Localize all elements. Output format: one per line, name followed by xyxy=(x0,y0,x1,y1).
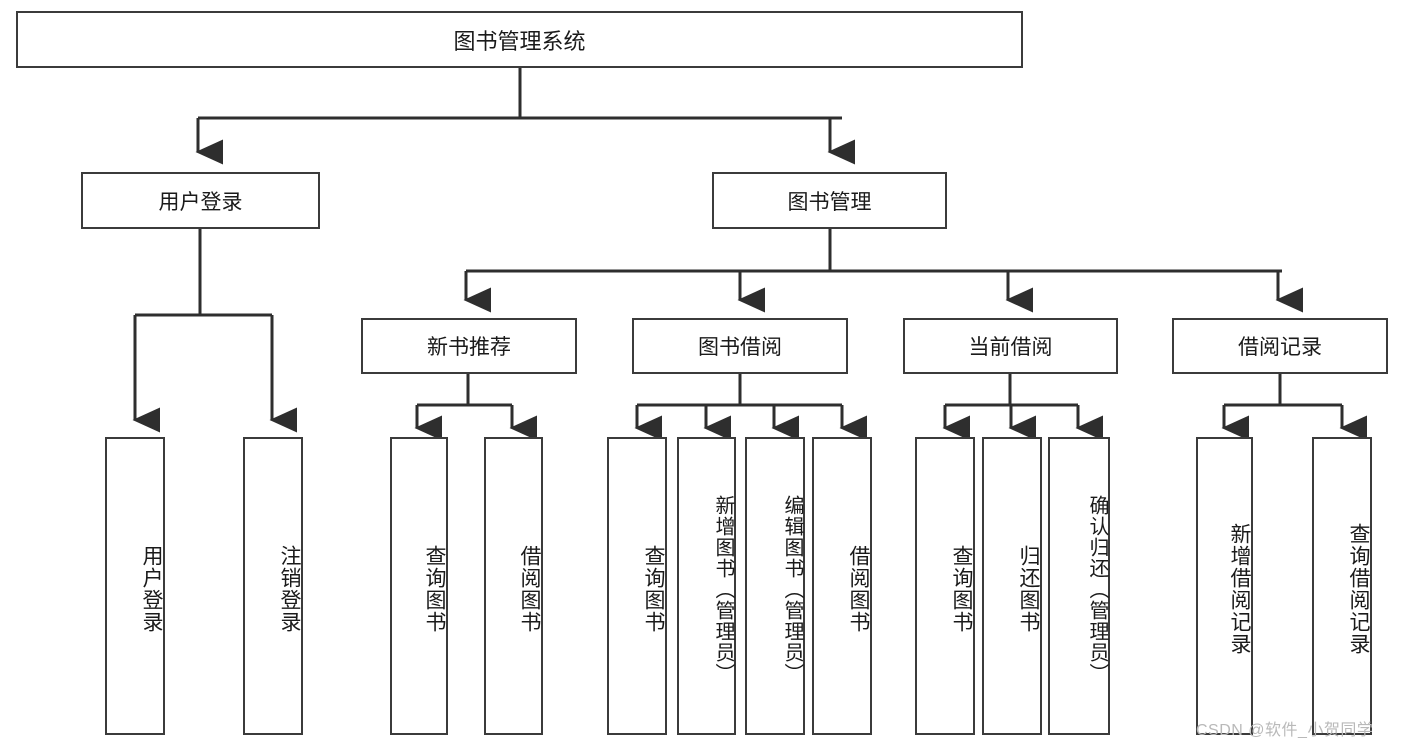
leaf-logout[interactable]: 注销登录 xyxy=(243,437,303,735)
node-label: 用户登录 xyxy=(158,190,243,214)
node-label: 借阅记录 xyxy=(1238,336,1322,359)
node-label: 新书推荐 xyxy=(427,336,511,359)
node-label: 图书管理 xyxy=(787,190,872,214)
leaf-borrow-book-recommend[interactable]: 借阅图书 xyxy=(484,437,543,735)
node-label: 查询图书 xyxy=(423,545,446,633)
node-label: 编辑图书（管理员） xyxy=(781,494,803,684)
node-label: 查询借阅记录 xyxy=(1347,523,1370,655)
leaf-query-book-current[interactable]: 查询图书 xyxy=(915,437,975,735)
node-book-borrow[interactable]: 图书借阅 xyxy=(632,318,848,374)
leaf-confirm-return-admin[interactable]: 确认归还（管理员） xyxy=(1048,437,1110,735)
node-label: 归还图书 xyxy=(1017,545,1040,633)
node-label: 注销登录 xyxy=(278,545,301,633)
node-label: 用户登录 xyxy=(140,545,163,633)
node-current-borrow[interactable]: 当前借阅 xyxy=(903,318,1118,374)
node-label: 新增借阅记录 xyxy=(1228,523,1251,655)
leaf-borrow-book[interactable]: 借阅图书 xyxy=(812,437,872,735)
node-label: 图书借阅 xyxy=(698,336,782,359)
leaf-query-book-borrow[interactable]: 查询图书 xyxy=(607,437,667,735)
leaf-edit-book-admin[interactable]: 编辑图书（管理员） xyxy=(745,437,805,735)
node-user-login[interactable]: 用户登录 xyxy=(81,172,320,229)
node-root-system[interactable]: 图书管理系统 xyxy=(16,11,1023,68)
node-label: 确认归还（管理员） xyxy=(1086,494,1108,684)
node-borrow-record[interactable]: 借阅记录 xyxy=(1172,318,1388,374)
node-label: 查询图书 xyxy=(642,545,665,633)
leaf-query-book-recommend[interactable]: 查询图书 xyxy=(390,437,448,735)
node-label: 查询图书 xyxy=(950,545,973,633)
csdn-watermark: CSDN @软件_小贺同学 xyxy=(1196,722,1374,739)
node-label: 新增图书（管理员） xyxy=(712,494,734,684)
leaf-user-login[interactable]: 用户登录 xyxy=(105,437,165,735)
leaf-add-borrow-record[interactable]: 新增借阅记录 xyxy=(1196,437,1253,735)
leaf-return-book[interactable]: 归还图书 xyxy=(982,437,1042,735)
node-label: 借阅图书 xyxy=(518,545,541,633)
leaf-add-book-admin[interactable]: 新增图书（管理员） xyxy=(677,437,736,735)
node-new-book-recommend[interactable]: 新书推荐 xyxy=(361,318,577,374)
node-book-management[interactable]: 图书管理 xyxy=(712,172,947,229)
node-label: 图书管理系统 xyxy=(453,28,586,54)
node-label: 当前借阅 xyxy=(968,336,1053,359)
node-label: 借阅图书 xyxy=(847,545,870,633)
leaf-query-borrow-record[interactable]: 查询借阅记录 xyxy=(1312,437,1372,735)
